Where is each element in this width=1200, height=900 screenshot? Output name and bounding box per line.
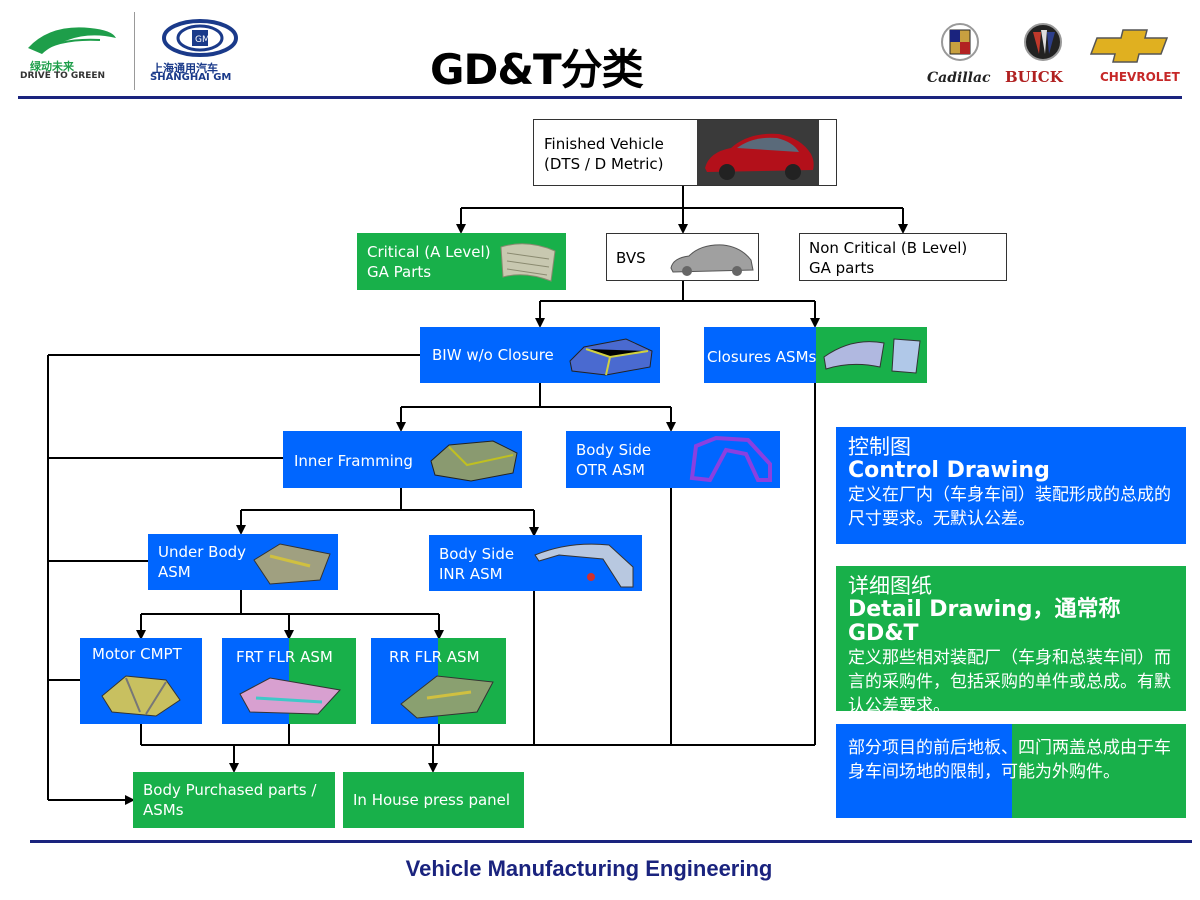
- chevrolet-bowtie-icon: [1089, 29, 1169, 63]
- node-label: Motor CMPT: [92, 645, 182, 663]
- inner-frame-image: [430, 440, 518, 482]
- node-label: GA Parts: [367, 263, 432, 281]
- note-cn-title: 详细图纸: [848, 574, 932, 598]
- chevrolet-text: CHEVROLET: [1100, 70, 1180, 84]
- sgm-emblem-icon: GM: [162, 19, 238, 57]
- grille-part-image: [500, 243, 556, 282]
- node-label: (DTS / D Metric): [544, 155, 664, 173]
- body-shell-image: [670, 244, 754, 276]
- node-finished-vehicle: Finished Vehicle (DTS / D Metric): [533, 119, 837, 186]
- body-side-outer-image: [689, 435, 772, 483]
- buick-shield-icon: [1024, 23, 1062, 61]
- node-label: BIW w/o Closure: [432, 346, 554, 364]
- node-label: ASMs: [143, 801, 184, 819]
- node-under-body: Under Body ASM: [148, 534, 338, 590]
- svg-text:GM: GM: [195, 35, 210, 45]
- node-body-side-otr: Body Side OTR ASM: [566, 431, 780, 488]
- node-body-purchased: Body Purchased parts / ASMs: [133, 772, 335, 828]
- brand-emblems: [941, 23, 1169, 63]
- note-cn-title: 控制图: [848, 435, 911, 459]
- sgm-cn-text: 上海通用汽车: [152, 62, 218, 75]
- node-motor-cmpt: Motor CMPT: [80, 638, 202, 724]
- node-label: Closures ASMs: [707, 348, 817, 366]
- node-non-critical: Non Critical (B Level) GA parts: [799, 233, 1007, 281]
- note-green-half: [1012, 724, 1186, 818]
- node-biw: BIW w/o Closure: [420, 327, 660, 383]
- brand-logos: Cadillac BUICK CHEVROLET: [915, 20, 1180, 90]
- node-label: Inner Framming: [294, 452, 413, 470]
- note-partial: 部分项目的前后地板、四门两盖总成由于车身车间场地的限制，可能为外购件。: [836, 724, 1186, 818]
- note-en-title: Detail Drawing，通常称GD&T: [848, 597, 1121, 646]
- biw-frame-image: [569, 338, 653, 376]
- node-closures: Closures ASMs: [704, 327, 927, 383]
- car-swoosh-icon: [28, 27, 116, 54]
- note-blue-half: [836, 724, 1012, 818]
- node-label: BVS: [616, 249, 646, 267]
- node-label: OTR ASM: [576, 461, 645, 479]
- node-critical: Critical (A Level) GA Parts: [357, 233, 566, 290]
- node-body-side-inr: Body Side INR ASM: [429, 535, 642, 591]
- node-rr-flr: RR FLR ASM: [371, 638, 506, 724]
- sgm-en-text: SHANGHAI GM: [150, 72, 232, 83]
- node-label: Non Critical (B Level): [809, 239, 968, 257]
- page-title: GD&T分类: [430, 45, 644, 94]
- cadillac-crest-icon: [941, 23, 979, 61]
- node-in-house: In House press panel: [343, 772, 524, 828]
- cadillac-text: Cadillac: [927, 70, 991, 86]
- note-body: 部分项目的前后地板、四门两盖总成由于车身车间场地的限制，可能为外购件。: [848, 738, 1171, 782]
- body-side-inner-image: [534, 543, 634, 588]
- node-label: RR FLR ASM: [389, 648, 480, 666]
- logo-cn-text: 绿动未来: [30, 60, 74, 73]
- motor-compartment-image: [101, 675, 181, 717]
- front-floor-image: [239, 677, 341, 715]
- footer-rule: [30, 840, 1192, 843]
- node-label: Body Side: [439, 545, 515, 563]
- footer-text: Vehicle Manufacturing Engineering: [405, 856, 773, 881]
- sgm-logo: GM 上海通用汽车 SHANGHAI GM: [148, 18, 258, 83]
- node-inner-framming: Inner Framming: [283, 431, 522, 488]
- node-bvs: BVS: [606, 233, 759, 281]
- node-label: INR ASM: [439, 565, 503, 583]
- node-label: In House press panel: [353, 791, 511, 809]
- note-en-title: Control Drawing: [848, 458, 1050, 483]
- node-label: Body Purchased parts /: [143, 781, 317, 799]
- red-car-image: [697, 120, 819, 185]
- node-frt-flr: FRT FLR ASM: [222, 638, 356, 724]
- node-label: Body Side: [576, 441, 652, 459]
- node-label: GA parts: [809, 259, 875, 277]
- note-control-drawing: 控制图 Control Drawing 定义在厂内（车身车间）装配形成的总成的尺…: [836, 427, 1186, 544]
- underbody-image: [253, 543, 331, 585]
- note-body: 定义在厂内（车身车间）装配形成的总成的尺寸要求。无默认公差。: [848, 485, 1171, 529]
- buick-text: BUICK: [1005, 68, 1063, 86]
- rear-floor-image: [400, 675, 494, 719]
- node-label: FRT FLR ASM: [236, 648, 333, 666]
- closures-parts-image: [823, 338, 921, 374]
- node-label: Under Body: [158, 543, 247, 561]
- logo-en-text: DRIVE TO GREEN: [20, 71, 106, 81]
- node-label: Finished Vehicle: [544, 135, 664, 153]
- node-label: ASM: [158, 563, 191, 581]
- header-rule: [18, 96, 1182, 99]
- drive-to-green-logo: 绿动未来 DRIVE TO GREEN: [20, 18, 120, 82]
- note-detail-drawing: 详细图纸 Detail Drawing，通常称GD&T 定义那些相对装配厂（车身…: [836, 566, 1186, 716]
- node-label: Critical (A Level): [367, 243, 491, 261]
- note-body: 定义那些相对装配厂（车身和总装车间）而言的采购件，包括采购的单件或总成。有默认公…: [848, 648, 1171, 716]
- logo-divider: [134, 12, 135, 90]
